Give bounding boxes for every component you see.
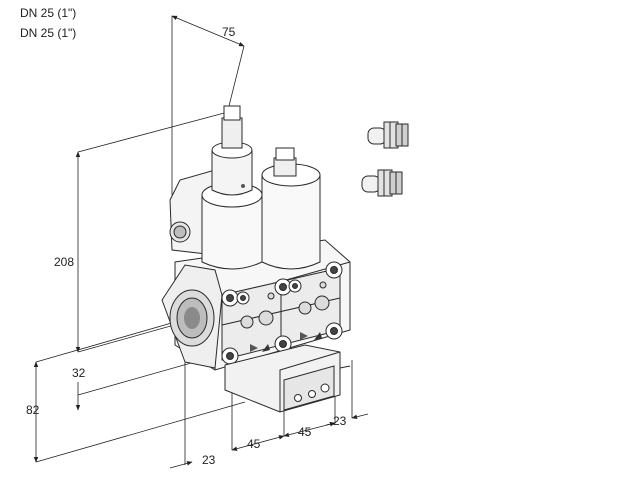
cable-gland-2 (361, 169, 403, 197)
dim-label-bottom-right: 23 (333, 414, 347, 428)
dim-label-bottom-mid-2: 45 (298, 425, 312, 439)
valve-body (161, 105, 351, 413)
header-label-2: DN 25 (1") (20, 26, 77, 40)
dim-label-bottom-mid-1: 45 (247, 437, 261, 451)
dim-label-height-base: 82 (26, 403, 40, 417)
dim-label-height-total: 208 (54, 255, 74, 269)
dim-label-bottom-left: 23 (202, 453, 216, 467)
header-label-1: DN 25 (1") (20, 6, 77, 20)
dim-label-height-axis: 32 (72, 366, 86, 380)
dim-label-top-width: 75 (222, 25, 236, 39)
cable-gland-1 (367, 121, 409, 149)
